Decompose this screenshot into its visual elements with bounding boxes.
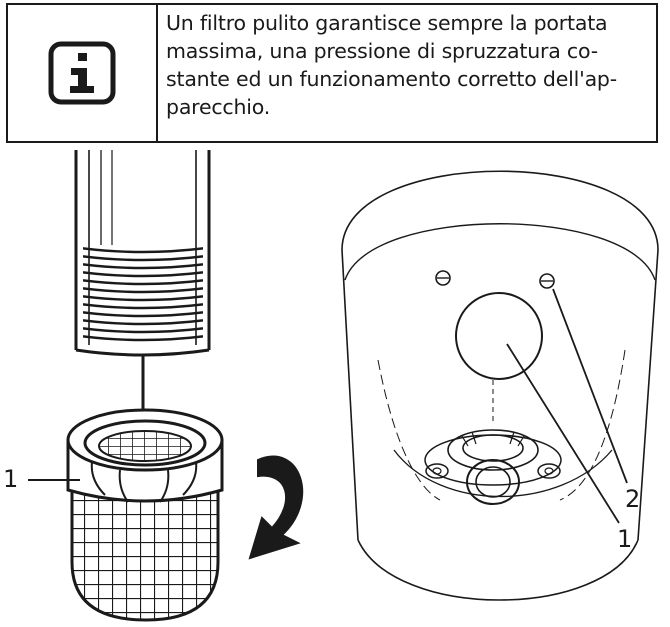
info-note-line-4: parecchio. (166, 95, 271, 119)
left-callout-1: 1 (3, 465, 19, 493)
right-callout-1-leader (506, 343, 620, 524)
right-callout-2: 2 (625, 485, 641, 513)
mesh-filter (66, 408, 224, 622)
info-icon-cell (8, 5, 158, 141)
info-note-line-3: stante ed un funzionamento corretto dell… (166, 67, 617, 91)
info-icon (48, 41, 116, 105)
info-note-line-2: massima, una pressione di spruzzatura co… (166, 39, 598, 63)
right-callout-1: 1 (617, 525, 633, 553)
right-callout-2-leader (552, 288, 628, 484)
info-note-line-1: Un filtro pulito garantisce sempre la po… (166, 11, 608, 35)
filter-illustration (28, 150, 659, 622)
threaded-pipe (74, 150, 211, 357)
rotation-arrow-icon (248, 455, 304, 560)
info-note-text: Un filtro pulito garantisce sempre la po… (158, 5, 656, 141)
info-note-box: Un filtro pulito garantisce sempre la po… (6, 3, 658, 143)
pump-housing (341, 170, 659, 601)
filter-cleaning-figure: 1 2 1 (0, 150, 670, 623)
